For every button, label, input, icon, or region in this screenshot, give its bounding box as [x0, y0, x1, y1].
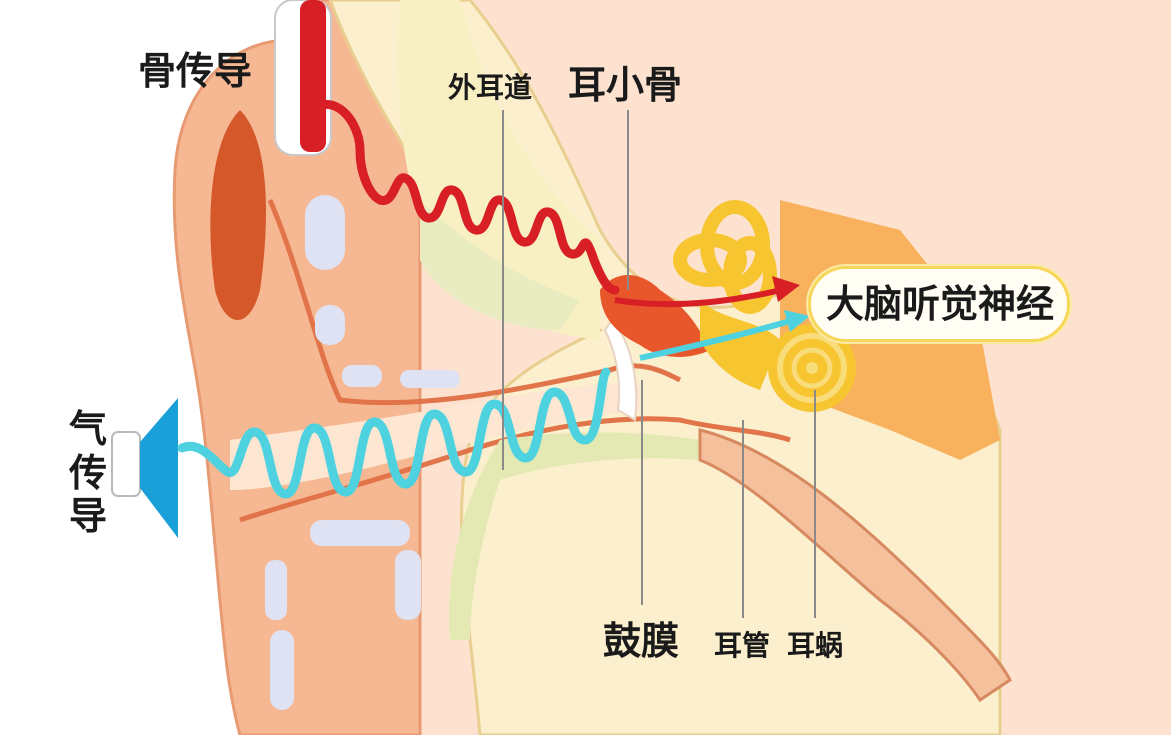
speaker-cone-icon [112, 398, 178, 538]
air-conduction-label: 气传导 [66, 408, 110, 539]
cartilage-highlight [310, 520, 410, 546]
cartilage-highlight [400, 370, 460, 388]
auditory-nerve-label: 大脑听觉神经 [826, 285, 1054, 323]
cartilage-highlight [342, 365, 382, 387]
cartilage-highlight [395, 550, 421, 620]
cartilage-highlight [305, 195, 345, 270]
bone-conduction-label: 骨传导 [138, 52, 252, 90]
eardrum-label: 鼓膜 [603, 622, 679, 660]
cochlea-label: 耳蜗 [787, 632, 843, 660]
eustachian-tube-label: 耳管 [714, 632, 770, 660]
ear-canal-label: 外耳道 [448, 74, 532, 102]
cartilage-highlight [270, 630, 294, 710]
cartilage-highlight [315, 305, 345, 345]
ossicles-label: 耳小骨 [568, 66, 682, 104]
bone-conduction-device-icon [275, 0, 331, 155]
cartilage-highlight [265, 560, 287, 620]
